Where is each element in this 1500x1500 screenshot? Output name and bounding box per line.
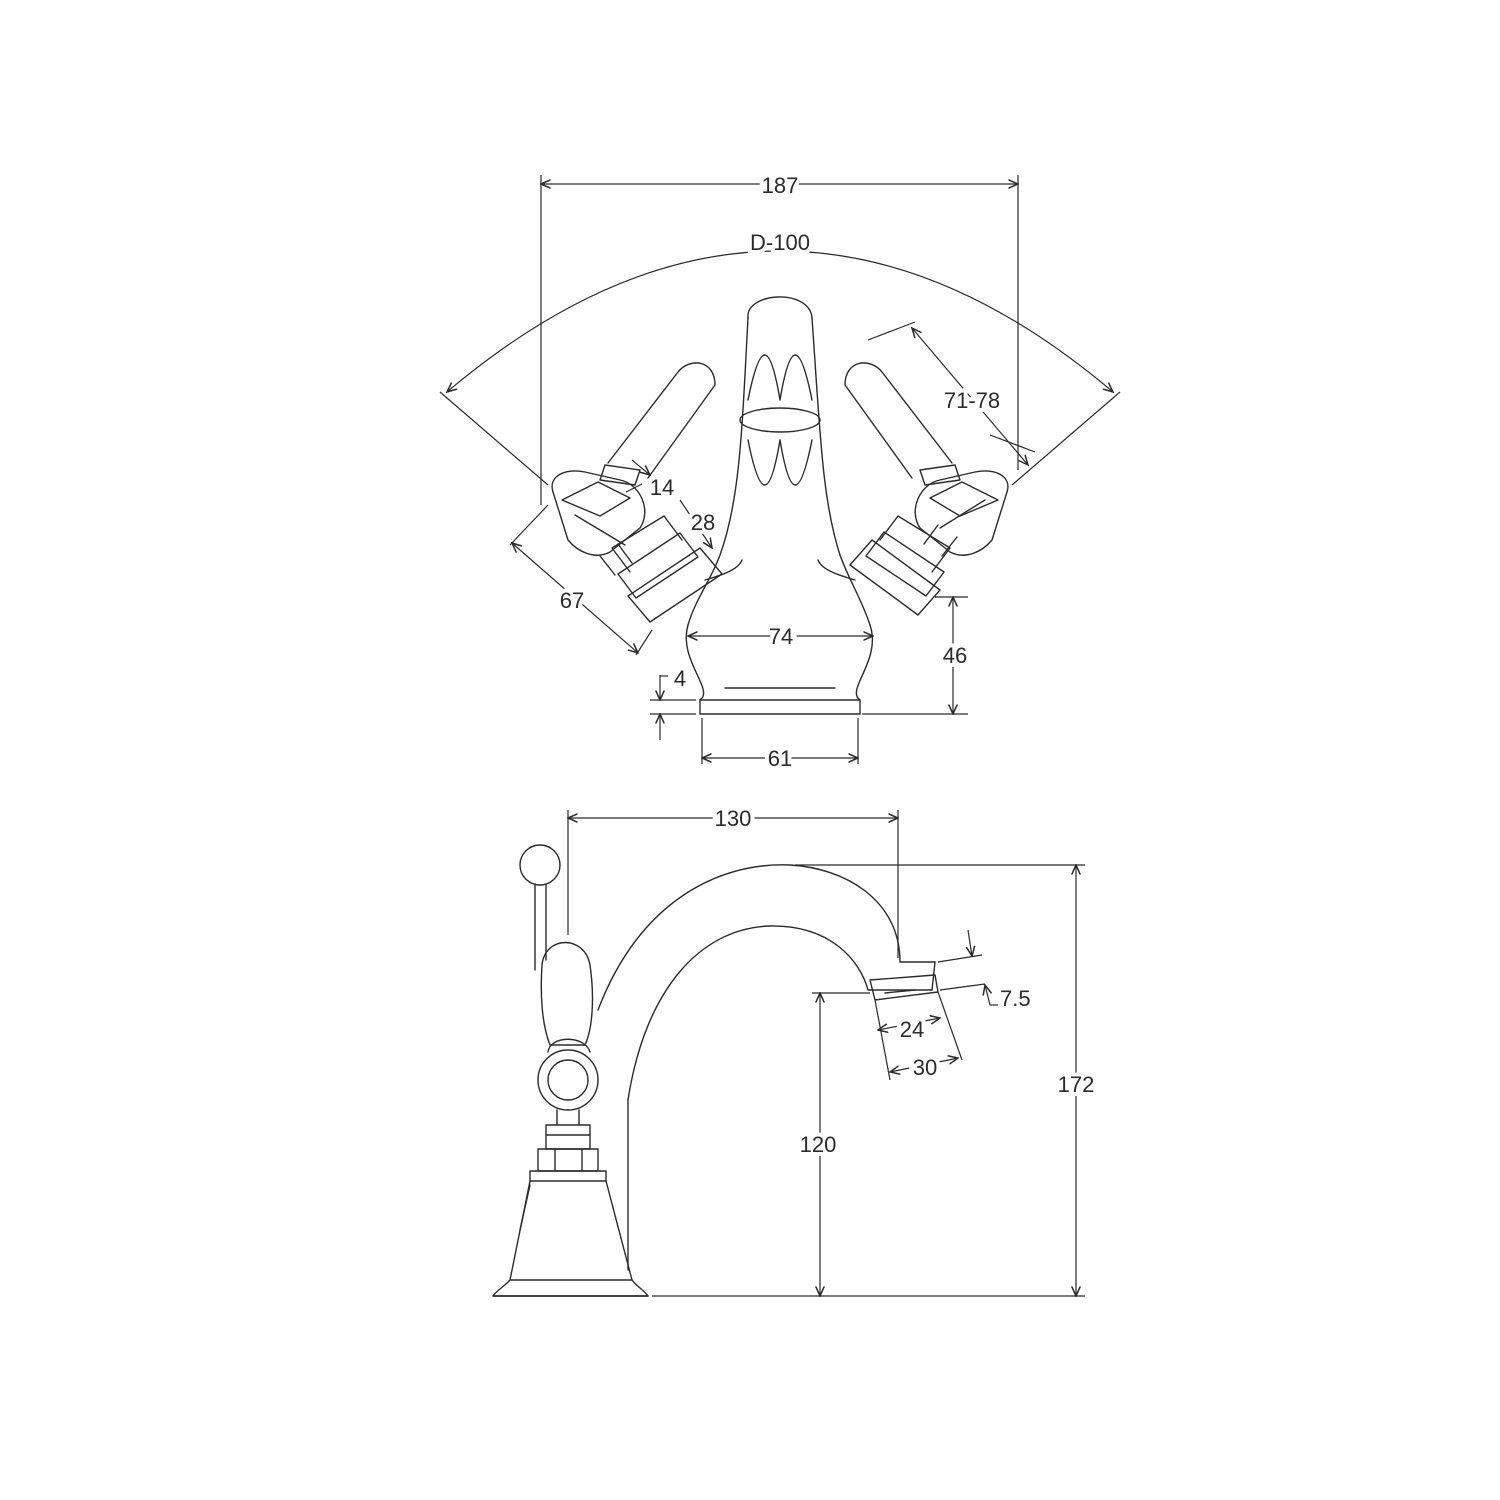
dim-valve-height-label: 46 (943, 643, 967, 668)
dim-aerator-widths: 24 30 (874, 991, 963, 1084)
dim-valve-spacing: 74 (688, 620, 873, 653)
dim-overall-height: 172 (652, 865, 1098, 1296)
dim-handle-swing: D-100 (439, 226, 1121, 486)
front-left-handle (551, 362, 723, 623)
side-tap-body (492, 844, 939, 1297)
dim-lever-length: 67 (509, 504, 653, 656)
dim-base-width: 61 (702, 718, 858, 775)
dim-collar-width-label: 14 (650, 475, 674, 500)
front-view: 187 D-100 71-78 14 28 (439, 169, 1121, 775)
dim-collar-height: 28 (679, 499, 719, 548)
dim-base-plate-label: 4 (674, 666, 686, 691)
dim-spout-height: 120 (796, 993, 870, 1296)
dim-collar-height-label: 28 (691, 510, 715, 535)
dim-handle-length-label: 71-78 (944, 388, 1000, 413)
dim-aerator-offset-label: 7.5 (1000, 986, 1031, 1011)
dim-handle-swing-label: D-100 (750, 230, 810, 255)
dim-overall-width-label: 187 (762, 173, 799, 198)
dim-base-plate: 4 (650, 666, 696, 740)
dim-valve-spacing-label: 74 (769, 624, 793, 649)
dim-lever-length-label: 67 (560, 588, 584, 613)
dim-aerator-offset: 7.5 (937, 929, 1031, 1011)
front-right-handle (844, 362, 1009, 616)
dim-handle-length: 71-78 (867, 321, 1036, 465)
dim-projection-label: 130 (715, 806, 752, 831)
dim-aerator-outer-label: 30 (913, 1055, 937, 1080)
dim-overall-height-label: 172 (1058, 1072, 1095, 1097)
dim-base-width-label: 61 (768, 746, 792, 771)
dim-spout-height-label: 120 (800, 1132, 837, 1157)
dim-valve-height: 46 (862, 597, 971, 714)
side-view: 130 7.5 24 30 120 (492, 802, 1098, 1297)
dim-aerator-inner-label: 24 (900, 1017, 924, 1042)
front-spout-body (685, 296, 873, 715)
dim-projection: 130 (568, 802, 898, 958)
dim-collar-width: 14 (625, 459, 674, 500)
